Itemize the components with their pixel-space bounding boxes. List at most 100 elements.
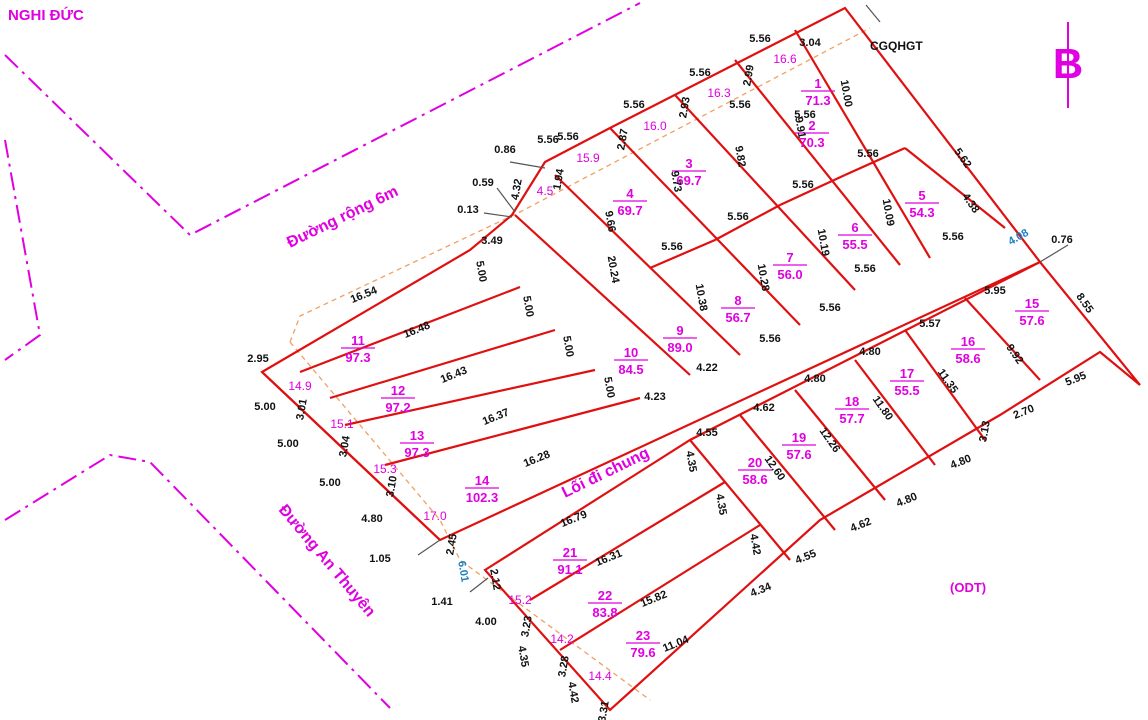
dimension-label: 9.73 <box>668 170 684 193</box>
dimension-label: 4.38 <box>959 191 981 215</box>
lot-divider <box>739 414 836 531</box>
dimension-label: 10.00 <box>838 79 855 108</box>
setback-dimension-label: 4.5 <box>537 184 554 198</box>
dimension-label: 0.13 <box>457 204 478 216</box>
lot-divider <box>261 371 441 541</box>
dimension-label: 5.56 <box>854 263 875 275</box>
dimension-label: 1.05 <box>369 553 390 565</box>
lot-divider <box>384 396 641 467</box>
lot-area: 71.3 <box>805 93 830 108</box>
dimension-label: 11.04 <box>661 633 691 655</box>
lot-area: 57.6 <box>1019 313 1044 328</box>
lot-number: 8 <box>734 293 741 308</box>
lot-number: 23 <box>636 628 650 643</box>
road-boundary-left-lower <box>4 453 391 709</box>
dimension-label: 5.00 <box>520 295 536 318</box>
road-boundaries <box>4 2 641 709</box>
dimension-label: 11.35 <box>935 367 960 396</box>
road-boundary-top <box>4 2 641 237</box>
dimension-label: 4.00 <box>475 616 496 628</box>
lot-number: 10 <box>624 345 638 360</box>
dimension-label: 12.26 <box>817 426 843 455</box>
lot-divider <box>514 214 691 376</box>
lot-area: 69.7 <box>617 203 642 218</box>
dimension-label: 4.62 <box>849 516 873 535</box>
dimension-label: 16.31 <box>594 547 624 568</box>
dimension-label: 4.42 <box>747 533 763 556</box>
dimension-label: 5.56 <box>729 99 750 111</box>
zone-code: (ODT) <box>950 580 986 595</box>
lot-divider <box>904 147 1006 229</box>
lot-area: 79.6 <box>630 645 655 660</box>
cgqhgt-label: CGQHGT <box>870 39 923 53</box>
dimension-label: 3.28 <box>556 655 572 678</box>
lot-boundaries <box>260 6 1141 712</box>
lot-area: 55.5 <box>842 237 867 252</box>
lot-divider <box>794 29 931 259</box>
setback-dimension-label: 15.9 <box>576 151 600 165</box>
lot-area: 58.6 <box>742 472 767 487</box>
dimension-label: 5.56 <box>727 211 748 223</box>
dimension-label: 5.00 <box>473 260 489 283</box>
dimension-label: 5.56 <box>689 67 710 79</box>
lot-area: 97.2 <box>385 400 410 415</box>
lot-number: 15 <box>1025 296 1039 311</box>
dimension-label: 4.62 <box>753 402 774 414</box>
dimension-label: 5.00 <box>277 438 298 450</box>
lot-number: 2 <box>808 118 815 133</box>
lot-area: 91.1 <box>557 562 582 577</box>
dimension-label: 4.55 <box>794 548 818 567</box>
lot-area: 97.3 <box>404 445 429 460</box>
dimension-labels-blue: 4.086.01 <box>455 227 1031 583</box>
dimension-label: 0.86 <box>494 144 515 156</box>
dimension-label: 2.12 <box>487 568 503 591</box>
lot-divider <box>609 127 801 326</box>
leader-lines <box>417 4 1069 593</box>
dimension-label: 5.56 <box>792 179 813 191</box>
dimension-label: 0.76 <box>1051 234 1072 246</box>
leader-arrow <box>1039 244 1069 263</box>
lot-area: 54.3 <box>909 205 934 220</box>
dimension-label: 3.01 <box>294 398 310 421</box>
lot-area: 56.7 <box>725 310 750 325</box>
dimension-label: 0.59 <box>472 177 493 189</box>
lot-number: 19 <box>792 430 806 445</box>
setback-lines <box>289 27 871 701</box>
dimension-label: 4.80 <box>859 346 880 358</box>
dimension-label: 5.56 <box>749 33 770 45</box>
dimension-label: 9.91 <box>792 116 808 139</box>
dimension-label: 16.54 <box>349 284 380 306</box>
lot-divider <box>794 389 886 501</box>
dimension-label: 9.66 <box>602 210 618 233</box>
lot-area: 89.0 <box>667 340 692 355</box>
leader-arrow <box>865 4 881 23</box>
dimension-label: 2.45 <box>444 533 460 556</box>
lot-number: 14 <box>475 473 490 488</box>
lot-area: 56.0 <box>777 267 802 282</box>
lot-number: 11 <box>351 333 365 348</box>
dimension-label: 16.43 <box>439 364 469 385</box>
dimension-label: 5.56 <box>537 134 558 146</box>
dimension-label: 3.23 <box>519 615 535 638</box>
lot-divider <box>734 59 901 266</box>
dimension-label: 15.82 <box>639 588 669 609</box>
road-top-label: Đường rộng 6m <box>284 183 401 252</box>
lot-area: 58.6 <box>955 351 980 366</box>
dimension-label: 5.56 <box>857 148 878 160</box>
dimension-label: 8.55 <box>1073 291 1095 315</box>
lot-divider <box>779 174 846 206</box>
dimension-label: 3.04 <box>799 37 821 49</box>
dimension-label: 10.28 <box>755 263 772 292</box>
lot-divider <box>329 328 556 400</box>
setback-dimension-label: 16.3 <box>707 86 731 100</box>
setback-dimension-label: 16.6 <box>773 52 797 66</box>
dimension-label: 4.35 <box>683 450 699 473</box>
dimension-label: 4.80 <box>949 453 973 472</box>
dimension-label: 10.19 <box>815 228 832 257</box>
lot-number: 16 <box>961 334 975 349</box>
lot-divider <box>529 481 726 601</box>
dimension-label: 1.94 <box>551 167 567 191</box>
lot-area: 102.3 <box>466 490 499 505</box>
dimension-label: 16.28 <box>522 448 552 469</box>
